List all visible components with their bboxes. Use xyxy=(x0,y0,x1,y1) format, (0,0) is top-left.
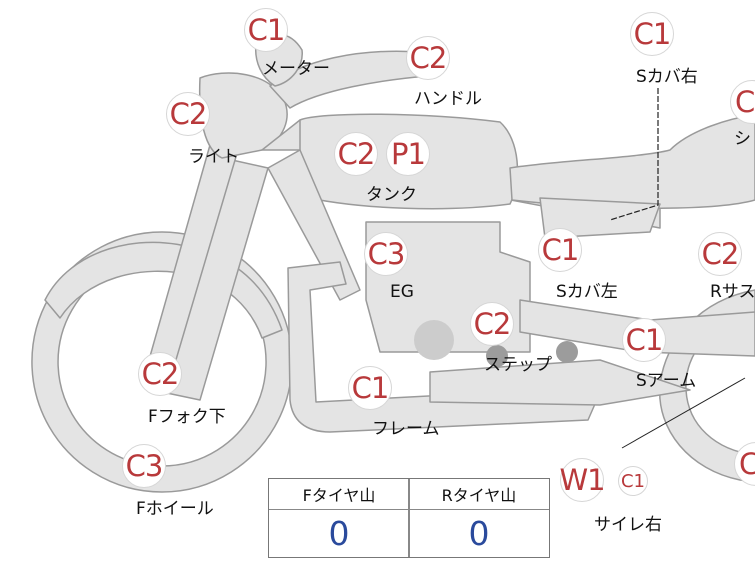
frame-label: フレーム xyxy=(372,419,440,439)
muffler-right-label: サイレ右 xyxy=(594,515,662,535)
step-label: ステップ xyxy=(484,355,552,375)
side-cover-right-code-badge: C1 xyxy=(630,12,674,56)
engine-code-badge: C3 xyxy=(364,232,408,276)
muffler-right-code-badge-1: W1 xyxy=(559,458,606,502)
meter-code-badge: C1 xyxy=(244,8,288,52)
light-code-badge: C2 xyxy=(166,92,210,136)
side-cover-left-shape xyxy=(539,197,661,239)
seat-shape xyxy=(509,114,755,209)
tire-tread-table: Fタイヤ山 Rタイヤ山 0 0 xyxy=(268,478,550,558)
side-cover-left-code-badge: C1 xyxy=(538,228,582,272)
tank-code-badge-2: P1 xyxy=(386,132,430,176)
tank-label: タンク xyxy=(366,185,417,205)
tank-code-badge-1: C2 xyxy=(334,132,378,176)
seat-label: シ xyxy=(734,129,751,149)
rear-tire-value: 0 xyxy=(468,513,490,553)
front-fork-lower-code-badge: C2 xyxy=(138,352,182,396)
meter-label: メーター xyxy=(262,59,330,79)
handle-code-badge: C2 xyxy=(406,36,450,80)
swing-arm-code-badge: C1 xyxy=(622,318,666,362)
front-wheel-code-badge: C3 xyxy=(122,444,166,488)
front-tire-value: 0 xyxy=(328,513,350,553)
swing-arm-label: Sアーム xyxy=(636,371,697,391)
headlight-shape xyxy=(198,72,288,159)
muffler-right-code-badge-2: C1 xyxy=(618,466,648,496)
seat-code-badge: C xyxy=(730,80,755,124)
light-label: ライト xyxy=(188,147,239,167)
front-wheel-label: Fホイール xyxy=(136,499,214,519)
step-code-badge: C2 xyxy=(470,302,514,346)
side-cover-left-label: Sカバ左 xyxy=(556,282,618,302)
engine-label: EG xyxy=(390,282,414,302)
muffler-shape xyxy=(429,359,691,406)
front-fork-lower-label: Fフォク下 xyxy=(148,407,226,427)
leader-line-muffler-right xyxy=(621,377,746,449)
frame-code-badge: C1 xyxy=(348,366,392,410)
front-tire-header: Fタイヤ山 xyxy=(269,479,409,510)
side-cover-right-label: Sカバ右 xyxy=(636,67,698,87)
rear-suspension-label: Rサス xyxy=(710,282,755,302)
table-divider xyxy=(408,479,410,557)
leader-line-side-cover-right xyxy=(609,88,659,221)
rear-tire-header: Rタイヤ山 xyxy=(409,479,549,510)
handle-label: ハンドル xyxy=(414,89,482,109)
rear-suspension-code-badge: C2 xyxy=(698,232,742,276)
